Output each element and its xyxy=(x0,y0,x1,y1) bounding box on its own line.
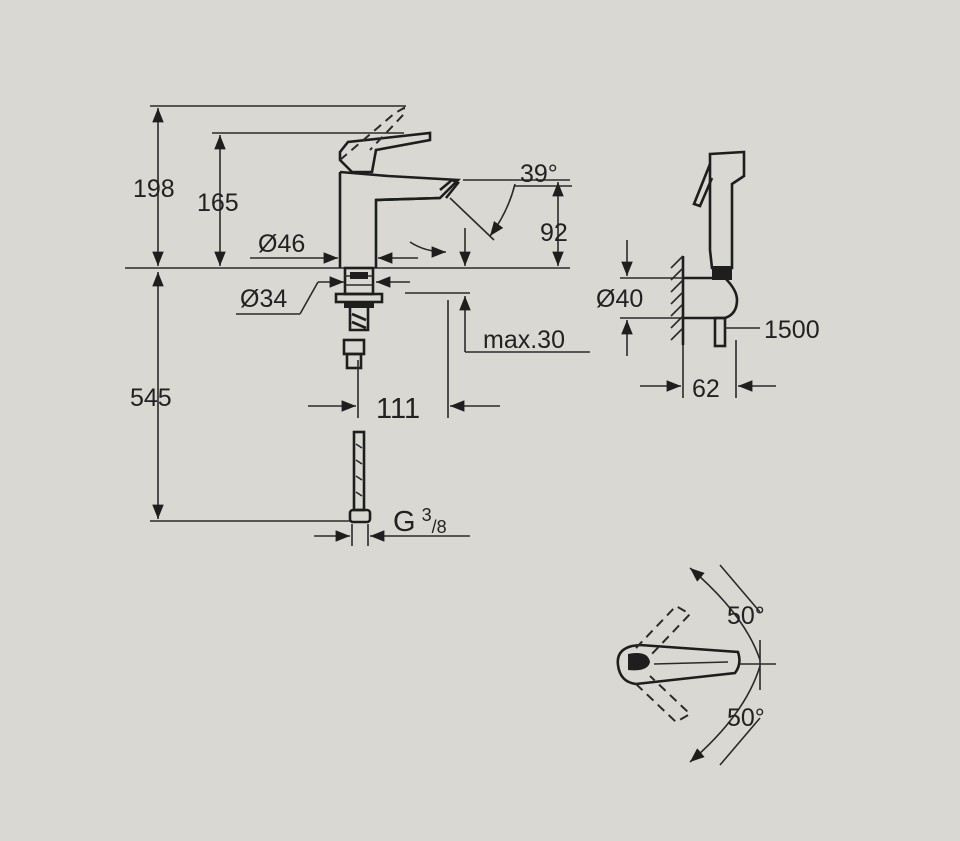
label-holder-depth: 62 xyxy=(692,375,720,403)
label-angle-down: 50° xyxy=(727,704,765,732)
label-connection-subscript: /8 xyxy=(432,517,447,537)
hand-shower-view: Ø40 1500 62 xyxy=(596,150,820,403)
label-height-total: 198 xyxy=(133,175,175,203)
label-deck-thickness: max.30 xyxy=(483,326,565,354)
lever-top-view: 50° 50° xyxy=(616,564,776,766)
label-spout-height: 92 xyxy=(540,219,568,247)
label-body-diameter: Ø46 xyxy=(258,230,305,258)
label-holder-diameter: Ø40 xyxy=(596,285,643,313)
label-height-spout: 165 xyxy=(197,189,239,217)
label-below-deck-length: 545 xyxy=(130,384,172,412)
label-connection-superscript: 3 xyxy=(422,505,432,525)
label-angle: 39° xyxy=(520,160,558,188)
label-shank-diameter: Ø34 xyxy=(240,285,287,313)
label-connection-letter: G xyxy=(393,506,416,538)
label-hose-length: 1500 xyxy=(764,316,820,344)
label-angle-up: 50° xyxy=(727,602,765,630)
label-spout-reach: 111 xyxy=(376,393,420,425)
